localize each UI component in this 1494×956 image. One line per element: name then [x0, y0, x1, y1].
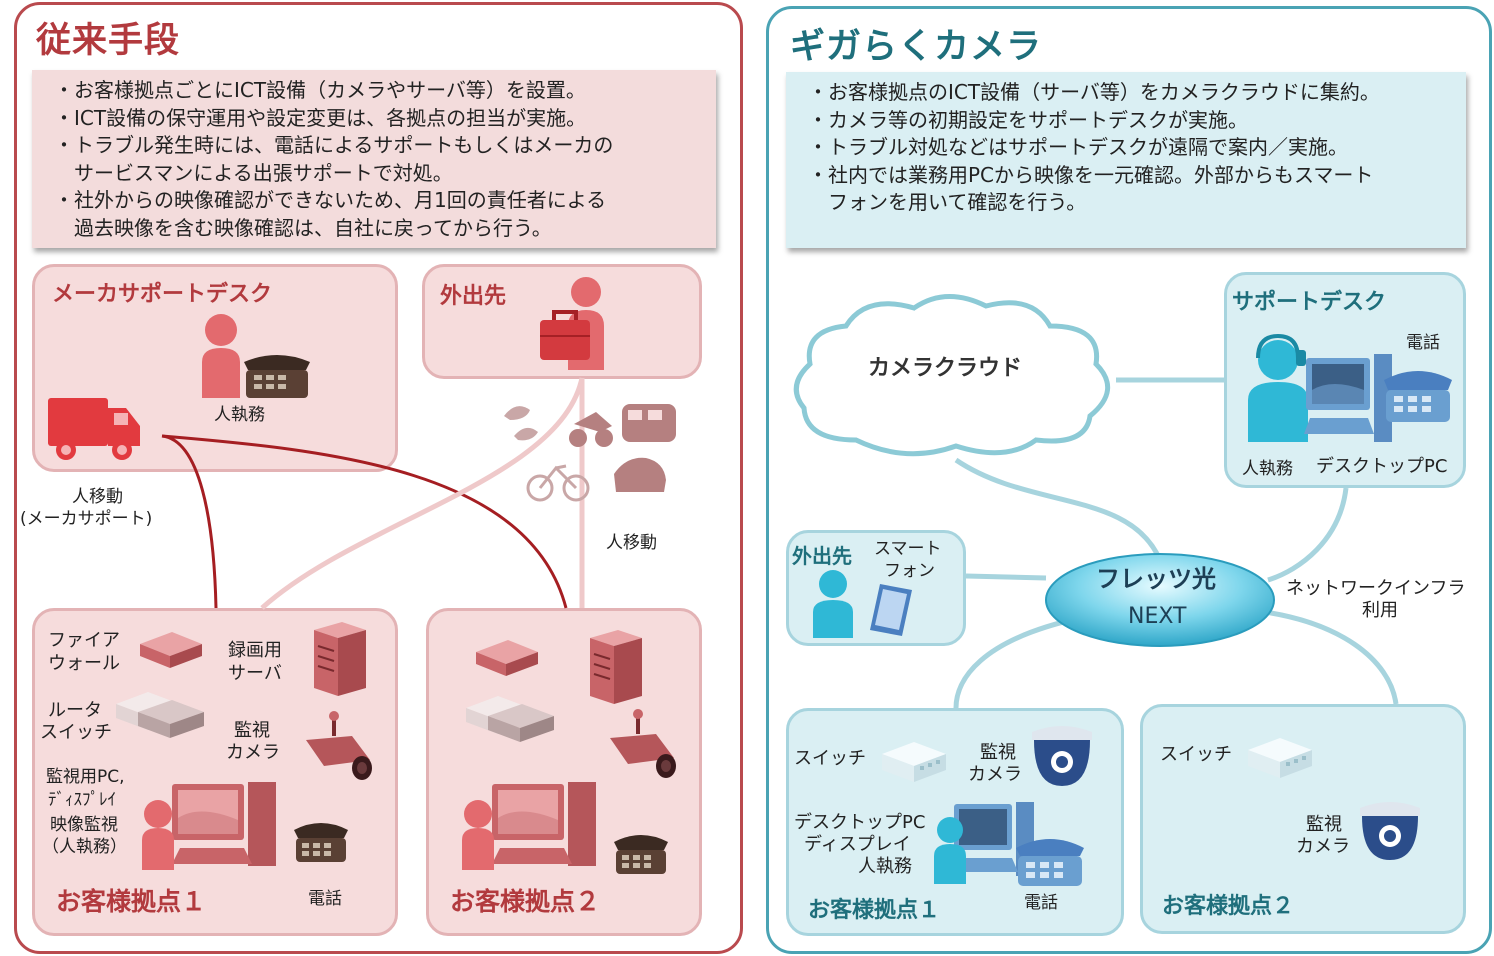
move-maker-label-1: 人移動	[72, 487, 123, 507]
left-outside-person-icon	[540, 277, 604, 370]
firewall-label-2: ウォール	[48, 653, 120, 674]
left-site1-desktop-pc-icon	[142, 782, 276, 870]
smartphone-label-2: フォン	[884, 561, 935, 581]
left-panel-title: 従来手段	[36, 21, 181, 61]
left-pc-label-4: （人執務）	[42, 837, 127, 857]
right-site1-pc-label-1: デスクトップPC	[794, 812, 926, 833]
right-site1-pc-label-2: ディスプレイ	[804, 834, 911, 855]
router-label-1: ルータ	[48, 700, 102, 721]
right-note-4: ・社内では業務用PCから映像を一元確認。外部からもスマート	[808, 162, 1374, 187]
server-label-2: サーバ	[228, 663, 282, 684]
smartphone-icon	[870, 584, 912, 636]
left-site2-firewall-icon	[476, 640, 538, 676]
left-site1-phone-icon	[294, 823, 348, 862]
right-site2-switch-label: スイッチ	[1160, 744, 1232, 765]
right-notes: ・お客様拠点のICT設備（サーバ等）をカメラクラウドに集約。 ・カメラ等の初期設…	[786, 72, 1466, 248]
support-operator-icon	[1248, 334, 1308, 442]
right-site1-phone-label: 電話	[1024, 893, 1058, 913]
truck-icon	[48, 398, 140, 460]
left-site1-camera-icon	[306, 711, 372, 780]
flets-next-ellipse	[1045, 553, 1275, 647]
right-site1-dome-camera-icon	[1032, 726, 1092, 786]
smartphone-label-1: スマート	[874, 539, 942, 559]
support-desk-title: サポートデスク	[1232, 290, 1387, 315]
left-note-4: ・社外からの映像確認ができないため、月1回の責任者による	[54, 188, 607, 212]
left-camera-label-2: カメラ	[226, 742, 280, 763]
support-person-label: 人執務	[1242, 459, 1293, 479]
left-notes: ・お客様拠点ごとにICT設備（カメラやサーバ等）を設置。 ・ICT設備の保守運用…	[32, 70, 716, 248]
support-pc-label: デスクトップPC	[1316, 456, 1448, 477]
right-outside-title: 外出先	[792, 544, 852, 568]
maker-desk-phone-icon	[244, 355, 310, 398]
left-outside-title: 外出先	[440, 284, 507, 309]
right-panel-title: ギガらくカメラ	[790, 27, 1043, 67]
support-phone-label: 電話	[1406, 333, 1440, 353]
move-maker-label-2: (メーカサポート)	[20, 509, 153, 529]
right-site2-camera-label-2: カメラ	[1296, 836, 1350, 857]
right-site1-pc-label-3: 人執務	[858, 856, 912, 877]
transport-icons	[504, 404, 676, 502]
right-site1-camera-label-1: 監視	[980, 742, 1016, 763]
left-note-4-cont: 過去映像を含む映像確認は、自社に戻ってから行う。	[74, 215, 552, 240]
move-person-label: 人移動	[606, 533, 657, 553]
left-site2-title: お客様拠点２	[450, 887, 601, 916]
left-site1-title: お客様拠点１	[56, 887, 207, 916]
left-note-2: ・ICT設備の保守運用や設定変更は、各拠点の担当が実施。	[54, 105, 587, 130]
right-panel	[766, 6, 1492, 954]
right-site1-phone-icon	[1016, 839, 1084, 886]
support-phone-icon	[1384, 371, 1452, 422]
network-note-1: ネットワークインフラ	[1286, 578, 1466, 599]
right-outside-person-icon	[813, 570, 853, 638]
flets-label-1: フレッツ光	[1096, 565, 1216, 593]
left-camera-label-1: 監視	[234, 720, 270, 741]
left-note-1: ・お客様拠点ごとにICT設備（カメラやサーバ等）を設置。	[54, 78, 586, 102]
left-site2-desktop-pc-icon	[462, 782, 596, 870]
right-note-2: ・カメラ等の初期設定をサポートデスクが実施。	[808, 107, 1248, 132]
server-label-1: 録画用	[228, 640, 282, 661]
maker-support-desk-title: メーカサポートデスク	[52, 282, 273, 307]
left-site1-phone-label: 電話	[308, 889, 342, 909]
left-site2-camera-icon	[610, 709, 676, 778]
left-site2-router-switch-icon	[466, 696, 554, 742]
right-site1-camera-label-2: カメラ	[968, 764, 1022, 785]
network-note-2: 利用	[1362, 600, 1398, 621]
server-icon	[314, 622, 366, 696]
left-site2-server-icon	[590, 630, 642, 704]
right-site1-desktop-pc-icon	[934, 802, 1034, 884]
left-site2-phone-icon	[614, 835, 668, 874]
left-pc-label-1: 監視用PC,	[46, 767, 125, 787]
right-note-3: ・トラブル対処などはサポートデスクが遠隔で案内／実施。	[808, 135, 1348, 159]
right-site1-switch-icon	[882, 742, 946, 782]
right-site2-switch-icon	[1248, 738, 1312, 778]
left-pc-label-2: ﾃﾞｨｽﾌﾟﾚｲ	[48, 790, 116, 810]
right-site2-camera-label-1: 監視	[1306, 814, 1342, 835]
right-site1-switch-label: スイッチ	[794, 748, 866, 769]
left-panel	[14, 2, 743, 954]
right-note-1: ・お客様拠点のICT設備（サーバ等）をカメラクラウドに集約。	[808, 80, 1380, 104]
camera-cloud-icon	[793, 294, 1111, 457]
right-note-4-cont: フォンを用いて確認を行う。	[828, 190, 1087, 214]
right-site1-title: お客様拠点１	[808, 898, 941, 923]
firewall-label-1: ファイア	[48, 630, 120, 651]
camera-cloud-label: カメラクラウド	[868, 356, 1023, 381]
right-site2-dome-camera-icon	[1360, 802, 1420, 860]
left-note-3-cont: サービスマンによる出張サポートで対処。	[74, 160, 453, 185]
left-pc-label-3: 映像監視	[50, 815, 118, 835]
router-switch-icon	[116, 692, 204, 738]
flets-label-2: NEXT	[1128, 604, 1187, 629]
router-label-2: スイッチ	[40, 722, 112, 743]
right-site2-title: お客様拠点２	[1162, 894, 1295, 919]
maker-desk-person-label: 人執務	[214, 405, 265, 425]
left-note-3: ・トラブル発生時には、電話によるサポートもしくはメーカの	[54, 133, 614, 157]
maker-desk-person-icon	[202, 314, 240, 398]
firewall-icon	[140, 632, 202, 668]
